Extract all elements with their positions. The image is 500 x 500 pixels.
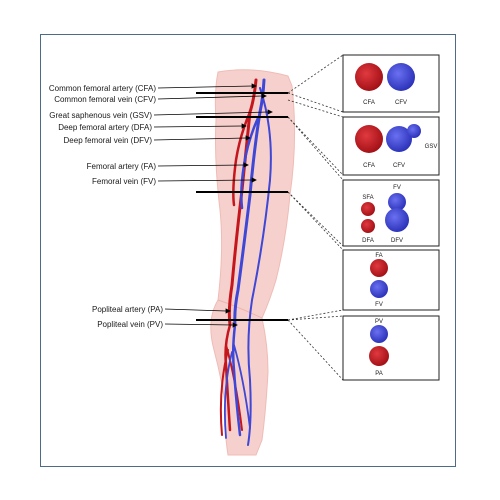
label-dfv: Deep femoral vein (DFV): [64, 136, 153, 145]
label-dfa: Deep femoral artery (DFA): [58, 123, 152, 132]
tibial-vein-1: [233, 344, 251, 429]
femoral-vein: [233, 110, 262, 327]
pointer-arrows: [153, 83, 273, 328]
cfa-cross-section-2: [355, 125, 383, 153]
panel-3-item-2: FV: [393, 185, 401, 191]
panel-4-item-1: FA: [375, 253, 382, 259]
panel-1-item-2: CFV: [395, 100, 407, 106]
label-pa: Popliteal artery (PA): [92, 305, 163, 314]
panel-5-item-2: PA: [375, 371, 383, 377]
fv-cross-section: [388, 193, 406, 211]
panel-2-item-2: CFV: [393, 163, 405, 169]
connector-lines: [287, 54, 344, 381]
panel-5-item-1: PV: [375, 319, 383, 325]
label-cfv: Common femoral vein (CFV): [54, 95, 156, 104]
label-fv: Femoral vein (FV): [92, 177, 156, 186]
section-levels: [196, 92, 288, 321]
dfa-cross-section: [361, 219, 375, 233]
panel-3-item-3: DFA: [362, 238, 374, 244]
label-fa: Femoral artery (FA): [87, 162, 157, 171]
tibial-artery-2: [219, 349, 229, 436]
great-saphenous-vein: [247, 87, 272, 446]
panel-2-item-1: CFA: [363, 163, 375, 169]
panel-2-item-3: GSV: [425, 144, 438, 150]
panel-4: FA FV: [342, 249, 440, 311]
panel-1-item-1: CFA: [363, 100, 375, 106]
pa-cross-section: [369, 346, 389, 366]
pv-cross-section: [370, 325, 388, 343]
panel-3-item-4: DFV: [391, 238, 403, 244]
cfa-cross-section: [355, 63, 383, 91]
panel-4-item-2: FV: [375, 302, 383, 308]
panel-2: CFA CFV GSV: [342, 116, 440, 176]
label-cfa: Common femoral artery (CFA): [49, 84, 156, 93]
cfv-cross-section: [387, 63, 415, 91]
gsv-cross-section: [407, 124, 421, 138]
panel-1: CFA CFV: [342, 54, 440, 113]
labels: Common femoral artery (CFA) Common femor…: [49, 84, 163, 329]
tibial-vein-2: [223, 351, 233, 439]
fa-cross-section: [370, 259, 388, 277]
veins: [223, 78, 272, 446]
fv-cross-section-2: [370, 280, 388, 298]
knee-crease: [217, 299, 263, 319]
common-femoral-artery: [248, 78, 258, 114]
sfa-cross-section: [361, 202, 375, 216]
label-pv: Popliteal vein (PV): [97, 320, 163, 329]
cfv-cross-section-2: [386, 126, 412, 152]
panel-5: PV PA: [342, 315, 440, 381]
leg-silhouette: [210, 69, 296, 456]
popliteal-artery: [224, 323, 232, 432]
dfv-cross-section: [385, 208, 409, 232]
popliteal-vein: [231, 323, 242, 437]
panel-3: SFA FV DFA DFV: [342, 179, 440, 247]
label-gsv: Great saphenous vein (GSV): [49, 111, 152, 120]
panel-3-item-1: SFA: [362, 195, 373, 201]
